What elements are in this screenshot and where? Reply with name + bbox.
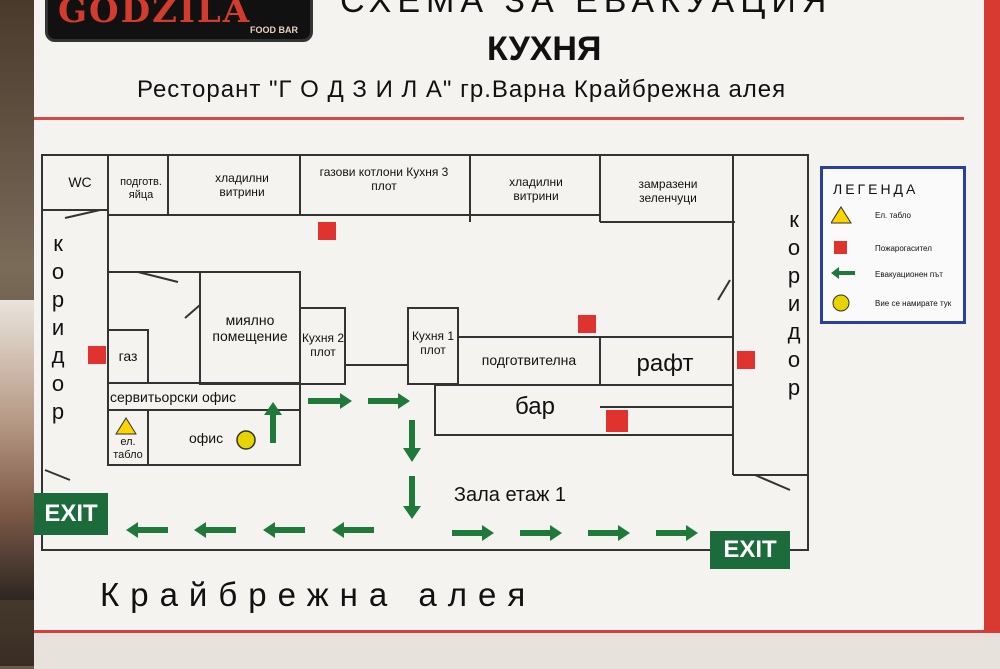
extinguisher-icon <box>737 351 755 369</box>
warning-icon <box>115 417 137 435</box>
legend: ЛЕГЕНДА Ел. табло Пожарогасител Евакуаци… <box>820 166 966 324</box>
room-hall: Зала етаж 1 <box>453 484 567 506</box>
extinguisher-icon <box>318 222 336 240</box>
arrow-icon <box>831 267 855 279</box>
label-el-panel: ел. табло <box>113 436 143 461</box>
arrow-left <box>332 522 374 538</box>
restaurant-logo: GODZILA FOOD BAR <box>45 0 313 42</box>
arrow-right <box>588 525 630 541</box>
plan-outline <box>41 154 809 551</box>
warning-icon <box>831 206 852 224</box>
room-shelf: рафт <box>636 350 694 377</box>
room-fridge-2: хладилни витрини <box>509 175 563 203</box>
room-wc: WC <box>68 174 92 190</box>
room-fridge-1: хладилни витрини <box>215 171 269 199</box>
evacuation-sign <box>34 0 1000 666</box>
room-bar: бар <box>515 393 555 420</box>
arrow-up <box>264 402 282 443</box>
exit-sign-left: EXIT <box>34 493 108 535</box>
arrow-down <box>403 476 421 519</box>
extinguisher-icon <box>88 346 106 364</box>
arrow-right <box>452 525 494 541</box>
arrow-left <box>263 522 305 538</box>
location-dot-icon <box>236 430 256 450</box>
room-gas: газ <box>118 348 138 364</box>
arrow-down <box>403 420 421 462</box>
legend-icons <box>831 206 855 312</box>
exit-sign-right: EXIT <box>710 531 790 569</box>
room-kitchen-1: Кухня 1 плот <box>411 329 455 357</box>
restaurant-address: Ресторант "Г О Д З И Л А" гр.Варна Крайб… <box>137 76 787 103</box>
room-office: офис <box>188 430 224 446</box>
arrow-right <box>308 393 352 409</box>
legend-item-you-are-here: Вие се намирате тук <box>875 299 952 308</box>
logo-name: GODZILA <box>58 0 252 31</box>
extinguisher-icon <box>578 315 596 333</box>
corridor-left-label: к о р и д о р <box>51 231 65 424</box>
arrow-right <box>368 393 410 409</box>
room-kitchen-2: Кухня 2 плот <box>301 331 345 359</box>
arrow-left <box>194 522 236 538</box>
legend-item-el-panel: Ел. табло <box>875 211 911 220</box>
logo-subtitle: FOOD BAR <box>250 25 298 35</box>
fire-extinguishers <box>88 222 755 432</box>
arrow-right <box>656 525 698 541</box>
room-waiter-office: сервитьорски офис <box>110 389 237 405</box>
street-name: Крайбрежна алея <box>100 576 537 613</box>
room-washing: миялно помещение <box>212 312 288 345</box>
sign-bottom-border <box>34 630 1000 669</box>
extinguisher-icon <box>606 410 628 432</box>
arrow-right <box>520 525 562 541</box>
header-divider <box>34 117 964 120</box>
legend-item-extinguisher: Пожарогасител <box>875 244 932 253</box>
legend-title: ЛЕГЕНДА <box>833 181 919 197</box>
sign-red-border <box>984 0 1000 666</box>
room-frozen-veg: замразени зеленчуци <box>638 177 698 205</box>
room-prep: подготвителна <box>481 352 577 368</box>
evacuation-arrows <box>126 393 698 541</box>
extinguisher-icon <box>834 241 847 254</box>
room-gas-stoves: газови котлони Кухня 3 плот <box>319 165 449 193</box>
room-eggs: подготв. яйца <box>120 176 162 201</box>
arrow-left <box>126 522 168 538</box>
corridor-right-label: к о р и д о р <box>787 207 801 400</box>
sign-title: СХЕМА ЗА ЕВАКУАЦИЯ <box>340 0 833 20</box>
background-photo <box>0 300 36 600</box>
legend-item-evac-route: Евакуационен път <box>875 270 943 279</box>
sign-subtitle: КУХНЯ <box>487 30 602 68</box>
location-dot-icon <box>832 294 850 312</box>
